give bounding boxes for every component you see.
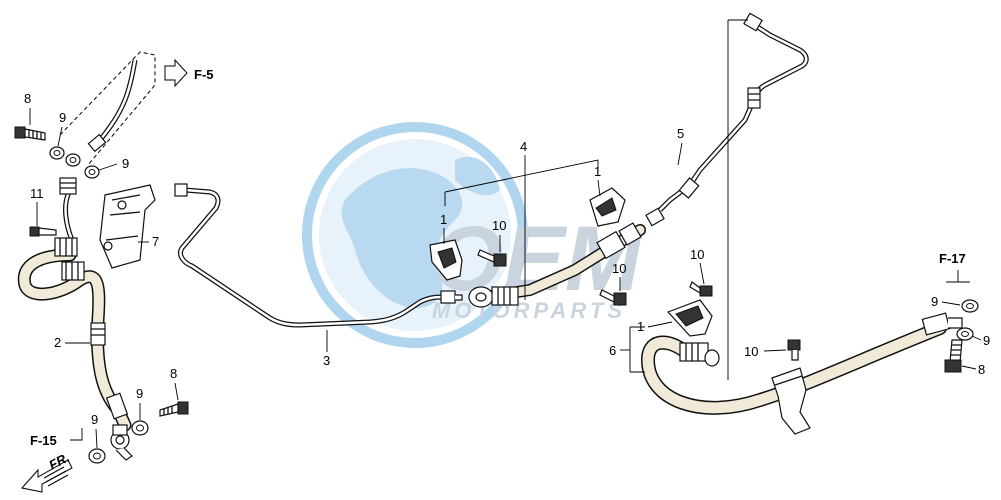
bolt-11 <box>29 226 57 237</box>
ref-f17: F-17 <box>939 251 966 266</box>
callout-9d: 9 <box>91 412 98 427</box>
callout-10d: 10 <box>744 344 758 359</box>
callout-4: 4 <box>520 139 527 154</box>
callout-11: 11 <box>30 186 44 201</box>
right-assembly: 6 1 10 F-17 9 9 8 <box>609 251 990 435</box>
brake-pipe-5: 5 <box>658 12 809 380</box>
callout-10a: 10 <box>492 218 506 233</box>
callout-9e: 9 <box>931 294 938 309</box>
brake-pipe-3: 3 <box>174 183 463 368</box>
bolt-8-bottom <box>159 401 189 417</box>
callout-9a: 9 <box>59 110 66 125</box>
watermark: OEM MOTORPARTS <box>302 122 644 348</box>
ref-f5: F-5 <box>194 67 214 82</box>
callout-6: 6 <box>609 343 616 358</box>
callout-9b: 9 <box>122 156 129 171</box>
bolt-8-right <box>944 339 963 373</box>
bolt-8-top-left <box>14 126 46 141</box>
callout-8a: 8 <box>24 91 31 106</box>
watermark-globe <box>302 122 528 348</box>
callout-7: 7 <box>152 234 159 249</box>
middle-assembly: 4 1 1 10 10 10 <box>429 139 713 337</box>
callout-1b: 1 <box>594 164 601 179</box>
hose-outline-dashed <box>59 51 156 166</box>
watermark-tagline: MOTORPARTS <box>432 298 626 323</box>
callout-8c: 8 <box>978 362 985 377</box>
callout-3: 3 <box>323 353 330 368</box>
callout-10c: 10 <box>690 247 704 262</box>
callout-10b: 10 <box>612 261 626 276</box>
bolt-10-b <box>599 289 627 306</box>
valve-body <box>99 184 156 269</box>
bolt-10-d <box>787 339 801 361</box>
bolt-10-a <box>477 249 507 267</box>
callout-1c: 1 <box>637 319 644 334</box>
callout-5: 5 <box>677 126 684 141</box>
callout-1a: 1 <box>440 212 447 227</box>
callout-9c: 9 <box>136 386 143 401</box>
callout-2: 2 <box>54 335 61 350</box>
bolt-10-c <box>689 281 713 297</box>
callout-8b: 8 <box>170 366 177 381</box>
ref-f15: F-15 <box>30 433 57 448</box>
hose-bracket <box>771 367 811 435</box>
left-assembly: F-5 <box>14 51 214 493</box>
callout-9f: 9 <box>983 333 990 348</box>
arrow-f5-icon <box>164 58 188 88</box>
hose-f5 <box>98 59 138 142</box>
